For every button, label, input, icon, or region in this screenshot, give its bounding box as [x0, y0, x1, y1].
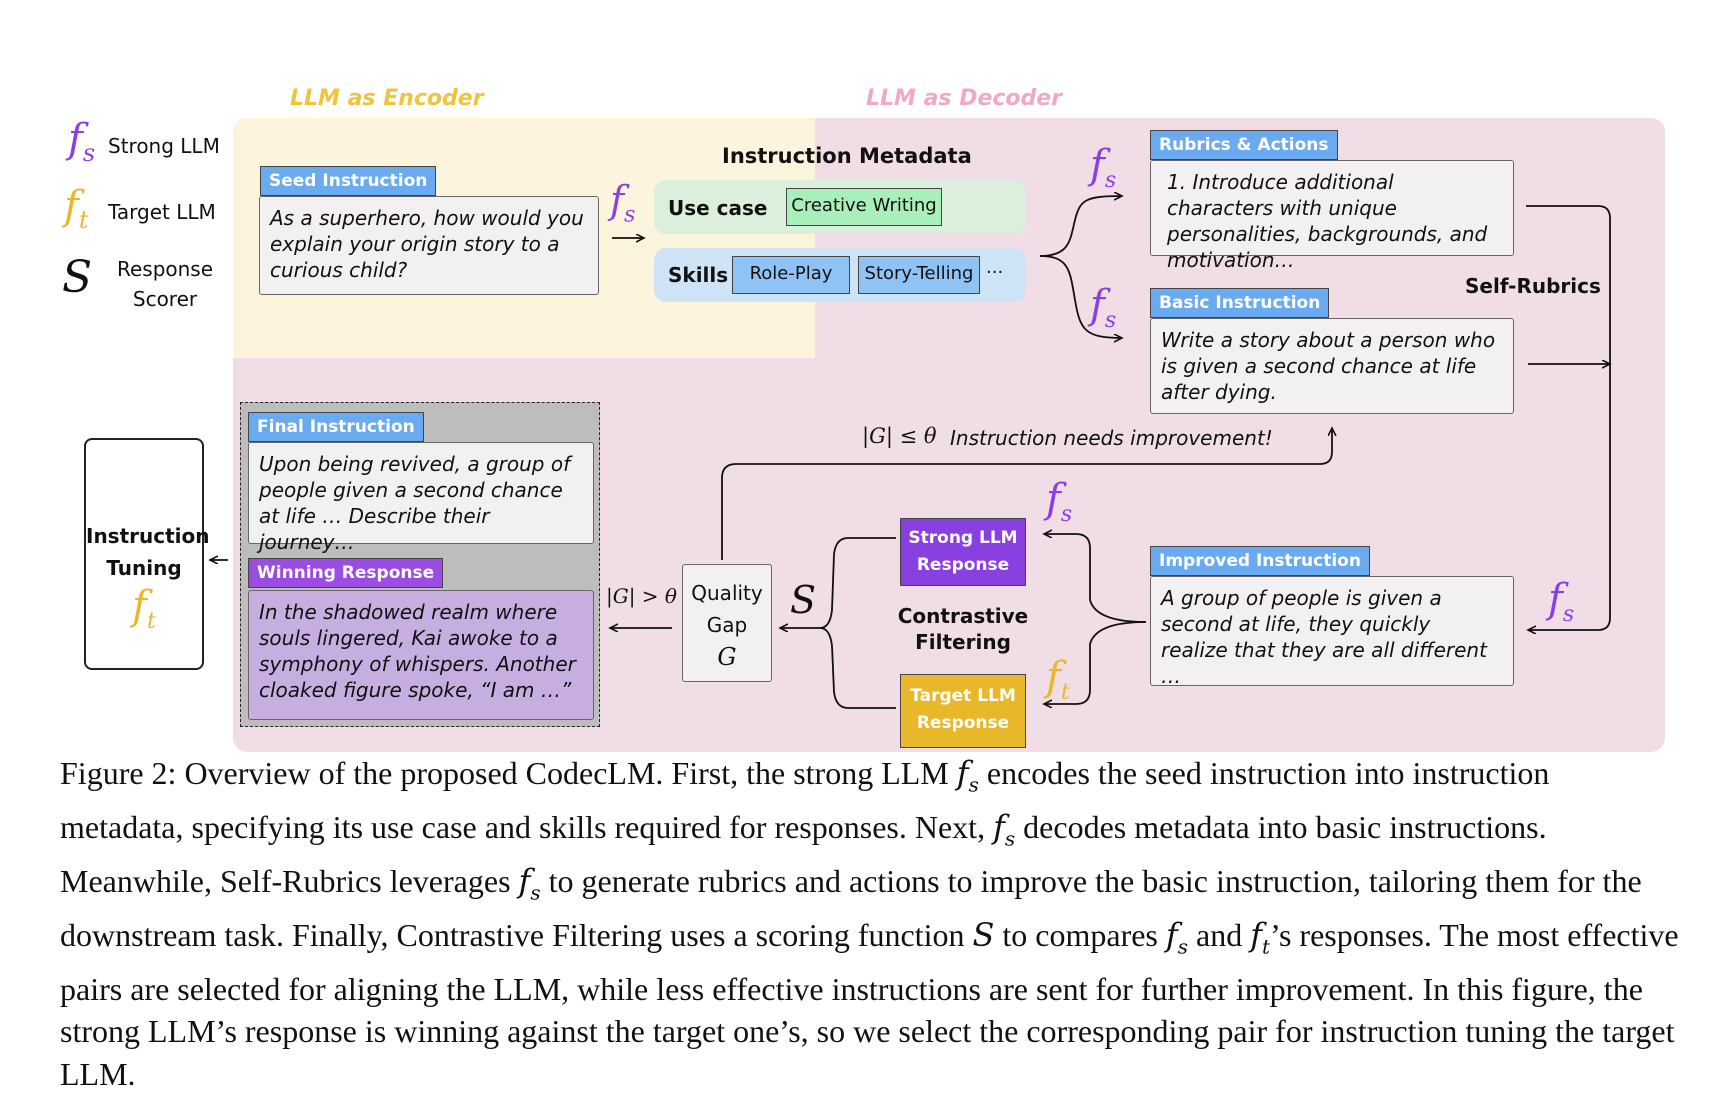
decode-rubrics-fs-symbol: fs — [1090, 142, 1117, 193]
basic-instruction-tag: Basic Instruction — [1150, 288, 1330, 318]
skills-label: Skills — [668, 263, 729, 287]
rubrics-actions-tag: Rubrics & Actions — [1150, 130, 1338, 160]
flow-arrows — [0, 0, 1724, 709]
improved-instruction-box: A group of people is given a second at l… — [1150, 576, 1514, 688]
strong-response-fs-symbol: fs — [1046, 476, 1073, 527]
figure-caption: Figure 2: Overview of the proposed Codec… — [60, 754, 1679, 1092]
use-case-value: Creative Writing — [786, 188, 942, 226]
pass-condition: |G| > θ — [606, 584, 677, 608]
decode-basic-fs-symbol: fs — [1090, 282, 1117, 333]
feedback-condition: |G| ≤ θ — [862, 424, 937, 448]
scorer-symbol: S — [62, 252, 93, 303]
winning-response-tag: Winning Response — [248, 558, 444, 588]
strong-llm-symbol: fs — [68, 116, 96, 167]
basic-instruction-box: Write a story about a person who is give… — [1150, 318, 1514, 414]
use-case-label: Use case — [668, 196, 768, 220]
strong-llm-label: Strong LLM — [108, 134, 220, 158]
seed-instruction-tag: Seed Instruction — [260, 166, 437, 196]
improved-instruction-tag: Improved Instruction — [1150, 546, 1370, 576]
skills-more: ··· — [986, 262, 1004, 283]
skill-role-play: Role-Play — [732, 256, 850, 294]
self-rubrics-label: Self-Rubrics — [1465, 274, 1601, 298]
target-llm-label: Target LLM — [108, 200, 216, 224]
scorer-S: S — [790, 578, 817, 622]
decoder-label: LLM as Decoder — [866, 86, 1063, 111]
metadata-title: Instruction Metadata — [722, 144, 972, 168]
rubrics-actions-box: 1. Introduce additional characters with … — [1150, 160, 1514, 272]
seed-instruction-box: As a superhero, how would you explain yo… — [259, 196, 599, 295]
encoder-fs-symbol: fs — [610, 178, 636, 228]
target-response-ft-symbol: ft — [1046, 654, 1070, 705]
improve-fs-symbol: fs — [1548, 576, 1575, 627]
final-instruction-tag: Final Instruction — [248, 412, 424, 442]
skill-story-telling: Story-Telling — [858, 256, 980, 294]
encoder-label: LLM as Encoder — [290, 86, 484, 111]
winning-response-box: In the shadowed realm where souls linger… — [248, 590, 594, 720]
final-instruction-box: Upon being revived, a group of people gi… — [248, 442, 594, 554]
feedback-label: Instruction needs improvement! — [950, 426, 1273, 450]
target-llm-symbol: ft — [64, 183, 89, 234]
